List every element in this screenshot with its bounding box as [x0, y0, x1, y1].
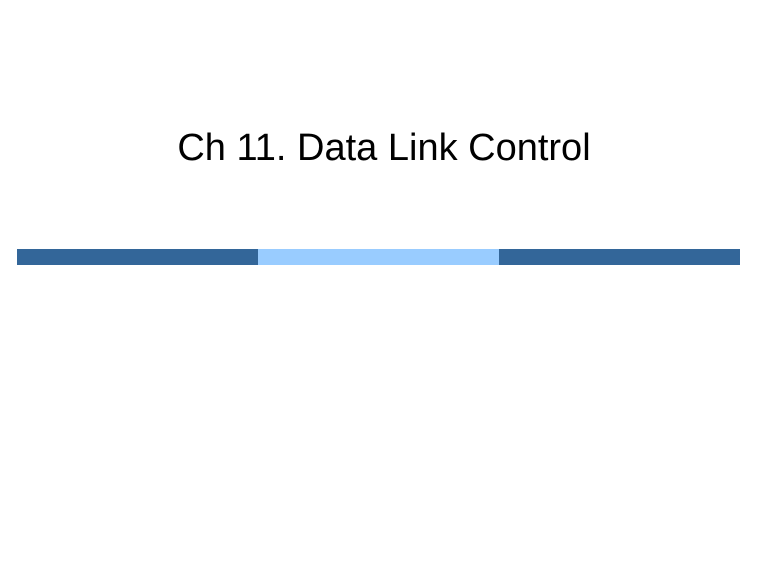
divider-segment-right — [499, 249, 740, 265]
divider-segment-middle — [258, 249, 499, 265]
divider-bar — [17, 249, 740, 265]
slide-title: Ch 11. Data Link Control — [177, 127, 591, 169]
divider-segment-left — [17, 249, 258, 265]
